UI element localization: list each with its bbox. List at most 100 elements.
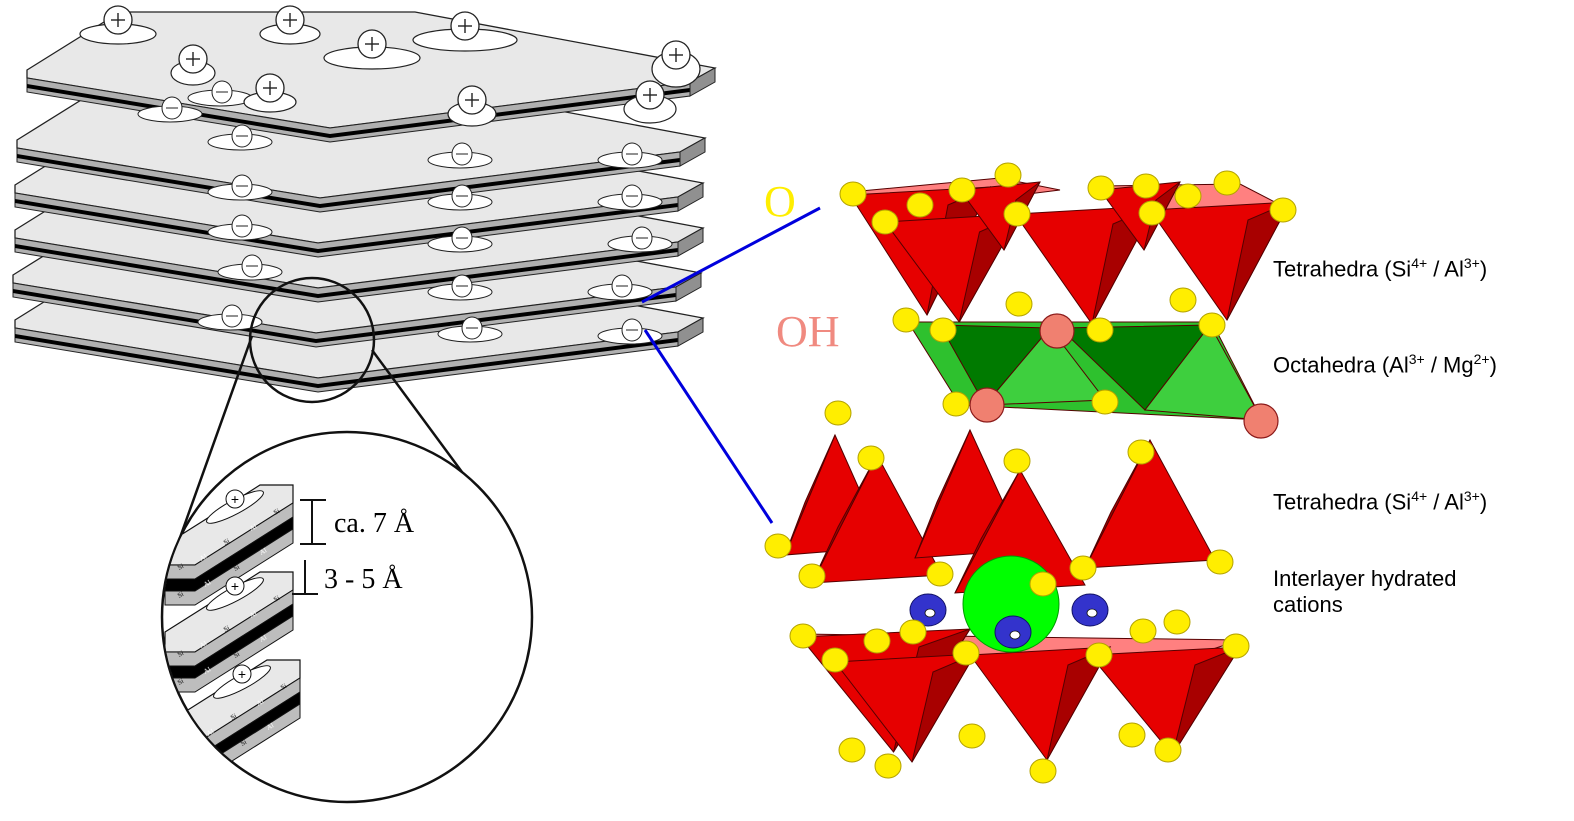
sheet-end-face: [677, 182, 704, 212]
tetra-top-text: Tetrahedra (Si: [1273, 256, 1412, 282]
tetra-top-mid: / Al: [1427, 256, 1464, 282]
tetra-bottom-end: ): [1479, 489, 1488, 515]
oxygen-atom: [821, 647, 849, 673]
zoom-band-text: Si: [272, 507, 281, 517]
tetra-bot-3-side: [914, 429, 971, 559]
zoom-band-text: Si: [176, 590, 185, 600]
tetra-top-sup1: 4+: [1411, 255, 1428, 271]
oxygen-atom: [1154, 737, 1182, 763]
oxygen-atom: [1269, 197, 1297, 223]
oxygen-atom: [857, 445, 885, 471]
oxygen-atom: [926, 561, 954, 587]
oxygen-atom: [871, 209, 899, 235]
tetrahedra-top-label: Tetrahedra (Si4+ / Al3+): [1273, 255, 1487, 283]
zoom-band-text: Al: [248, 522, 258, 532]
tetra-top-sup2: 3+: [1463, 255, 1480, 271]
tetra-bottom-text: Tetrahedra (Si: [1273, 489, 1412, 515]
oxygen-atom: [899, 619, 927, 645]
oxygen-label-text: O: [764, 177, 796, 226]
tetra-bot-4-side: [954, 469, 1021, 594]
hydroxyl-atom-2: [969, 387, 1005, 423]
zoom-band-text: Si: [279, 682, 288, 692]
oxygen-atom: [789, 623, 817, 649]
tetra-low-4-side: [1172, 645, 1242, 756]
zoom-band-text: Al: [248, 609, 258, 619]
zoom-cation-ion: [225, 576, 245, 596]
oxygen-atom: [1091, 389, 1119, 415]
oxygen-atom: [952, 640, 980, 666]
oxygen-atom: [929, 317, 957, 343]
zoom-band-text: Si: [229, 712, 238, 722]
sheet-end-face: [689, 67, 716, 97]
octa-3: [1144, 324, 1263, 421]
oxygen-atom: [1005, 291, 1033, 317]
layer-thickness-label: ca. 7 Å: [334, 510, 414, 538]
sheet-end-face: [677, 227, 704, 257]
connector-bottom: [643, 329, 774, 524]
zoom-band-text: Si: [176, 677, 185, 687]
oxygen-atom: [1127, 439, 1155, 465]
octa-4: [983, 327, 1106, 406]
tetra-bottom-mid: / Al: [1427, 489, 1464, 515]
oxygen-atom: [1174, 183, 1202, 209]
oxygen-atom: [1198, 312, 1226, 338]
tetra-bot-1-side: [784, 434, 836, 556]
oxygen-atom: [1169, 287, 1197, 313]
zoom-band-text: Al: [198, 639, 208, 649]
zoom-band-text: Si: [176, 562, 185, 572]
octa-sup1: 3+: [1408, 351, 1425, 367]
oxygen-atom: [1206, 549, 1234, 575]
oxygen-atom: [1086, 317, 1114, 343]
oxygen-atom: [1087, 175, 1115, 201]
tetra-bot-2-side: [811, 454, 878, 584]
oxygen-atom: [838, 737, 866, 763]
zoom-cation-ion: [232, 664, 252, 684]
oxygen-atom: [1129, 618, 1157, 644]
zoom-band-text: Si: [183, 765, 192, 775]
oxygen-atom: [764, 533, 792, 559]
zoom-band-text: Al: [202, 665, 212, 675]
zoom-band-text: Si: [272, 594, 281, 604]
tetrahedra-bottom-label: Tetrahedra (Si4+ / Al3+): [1273, 488, 1487, 516]
zoom-band-text: Al: [265, 721, 275, 731]
oxygen-atom: [798, 563, 826, 589]
zoom-band-text: Si: [232, 650, 241, 660]
hydroxyl-label: OH: [776, 310, 840, 354]
zoom-cation-plus: +: [231, 578, 239, 594]
oxygen-atom: [824, 400, 852, 426]
interlayer-line2: cations: [1273, 592, 1343, 618]
tetra-top-4-side: [1226, 200, 1292, 321]
hydroxyl-atom-1: [1039, 313, 1075, 349]
tetra-bot-5-side: [1084, 439, 1151, 569]
octa-mid: / Mg: [1424, 352, 1474, 378]
clay-layer-stack: [12, 5, 717, 393]
sheet-end-face: [679, 137, 706, 167]
octa-end: ): [1489, 352, 1497, 378]
zoom-cation-plus: +: [231, 491, 239, 507]
oxygen-atom: [892, 307, 920, 333]
oxygen-atom: [1222, 633, 1250, 659]
oxygen-atom: [1213, 170, 1241, 196]
water-2-h: [1086, 608, 1098, 618]
zoom-contents: SiAlSiAlSiSiAlSiAl+SiAlSiAlSiSiAlSiAl+Si…: [164, 484, 301, 781]
zoom-band-text: Si: [176, 649, 185, 659]
oxygen-atom: [1085, 642, 1113, 668]
interlayer-line1: Interlayer hydrated: [1273, 566, 1457, 591]
layer-thickness-text: ca. 7 Å: [334, 508, 415, 539]
zoom-band-text: Al: [205, 727, 215, 737]
oxygen-atom: [1029, 758, 1057, 784]
zoom-layer-band-si2: [164, 528, 294, 606]
oxygen-atom: [1118, 722, 1146, 748]
oxygen-atom: [942, 391, 970, 417]
octahedra-label: Octahedra (Al3+ / Mg2+): [1273, 351, 1497, 379]
hydroxyl-label-text: OH: [776, 307, 840, 356]
oxygen-atom: [1132, 173, 1160, 199]
octa-text: Octahedra (Al: [1273, 352, 1409, 378]
connector-top: [641, 206, 821, 304]
sheet-end-face: [675, 272, 702, 302]
oxygen-atom: [948, 177, 976, 203]
oxygen-atom: [874, 753, 902, 779]
zoom-cone-left: [170, 335, 254, 561]
